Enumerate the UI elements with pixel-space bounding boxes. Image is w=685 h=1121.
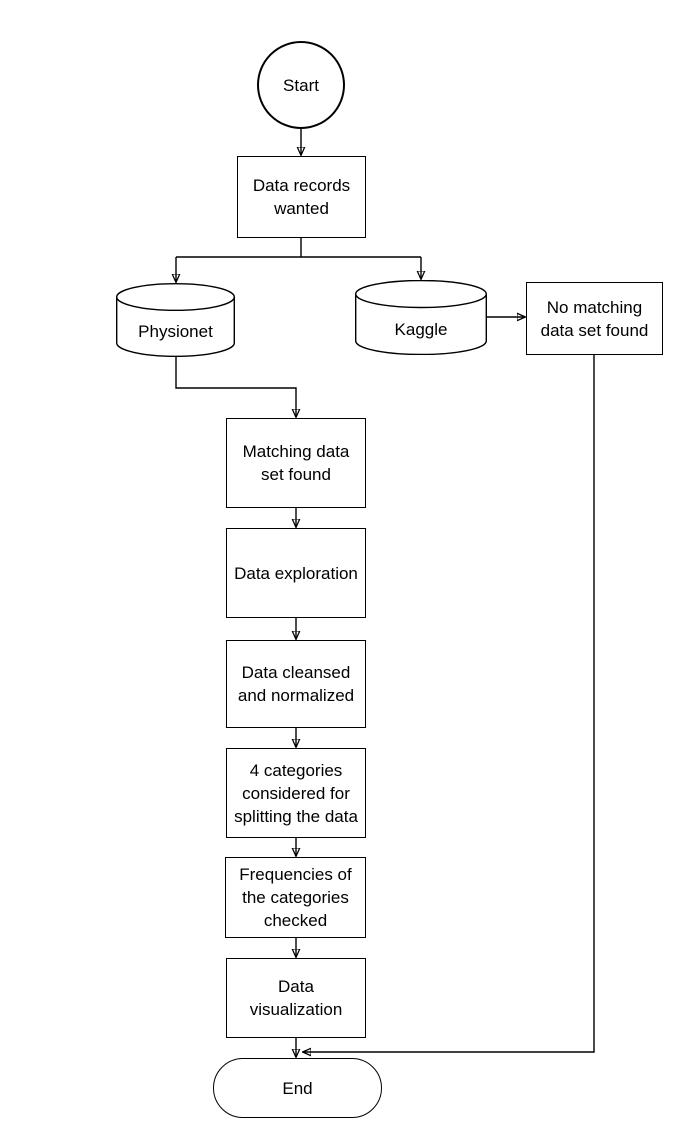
four-categories-node: 4 categories considered for splitting th… bbox=[226, 748, 366, 838]
frequencies-checked-label: Frequencies of the categories checked bbox=[239, 865, 352, 930]
data-cleansed-normalized-node: Data cleansed and normalized bbox=[226, 640, 366, 728]
frequencies-checked-node: Frequencies of the categories checked bbox=[225, 857, 366, 938]
database-cylinder-icon bbox=[116, 283, 235, 357]
start-node-label: Start bbox=[283, 75, 319, 95]
kaggle-label: Kaggle bbox=[394, 319, 448, 339]
end-node: End bbox=[213, 1058, 382, 1118]
no-matching-data-set-found-node: No matching data set found bbox=[526, 282, 663, 355]
kaggle-database-node: Kaggle bbox=[355, 280, 487, 355]
data-visualization-label: Data visualization bbox=[249, 977, 343, 1019]
start-node: Start bbox=[257, 41, 345, 129]
data-exploration-label: Data exploration bbox=[234, 563, 358, 583]
data-visualization-node: Data visualization bbox=[226, 958, 366, 1038]
edge-physionet-to-matching bbox=[175, 357, 296, 417]
end-node-label: End bbox=[282, 1078, 313, 1098]
data-cleansed-normalized-label: Data cleansed and normalized bbox=[237, 663, 355, 705]
no-matching-data-set-found-label: No matching data set found bbox=[540, 297, 649, 340]
physionet-database-node: Physionet bbox=[116, 283, 235, 357]
matching-data-set-found-node: Matching data set found bbox=[226, 418, 366, 508]
matching-data-set-found-label: Matching data set found bbox=[242, 442, 350, 484]
physionet-label: Physionet bbox=[138, 322, 213, 341]
database-cylinder-icon bbox=[355, 280, 487, 355]
data-records-wanted-node: Data records wanted bbox=[237, 156, 366, 238]
edge-no-matching-to-end bbox=[303, 355, 595, 1052]
data-exploration-node: Data exploration bbox=[226, 528, 366, 618]
four-categories-label: 4 categories considered for splitting th… bbox=[234, 760, 358, 826]
data-records-wanted-label: Data records wanted bbox=[252, 176, 351, 218]
